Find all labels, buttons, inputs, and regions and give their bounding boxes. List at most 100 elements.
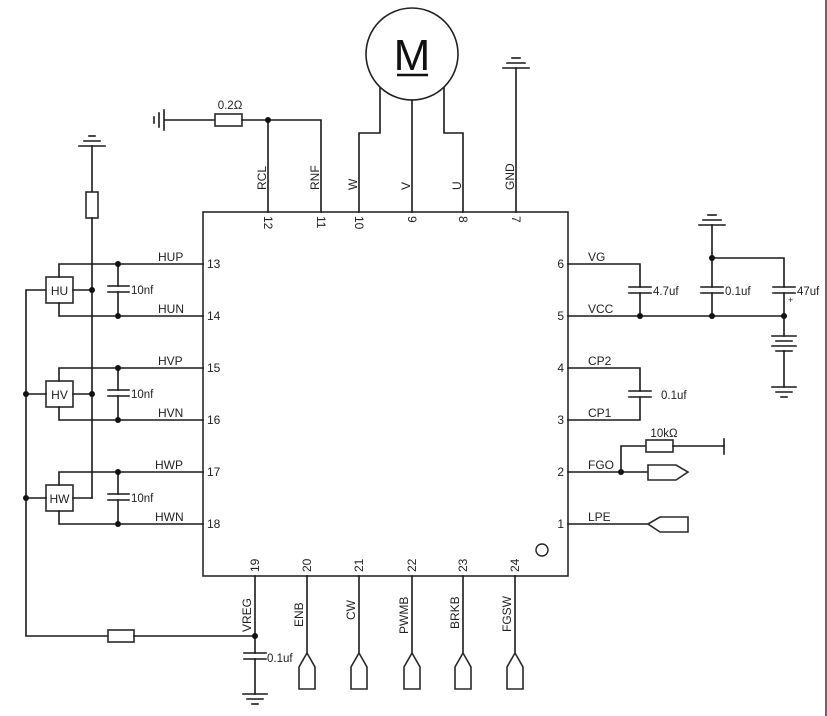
pin-name-w: W [346, 178, 360, 190]
pwmb-input-port-icon [403, 651, 421, 690]
pin-name-hup: HUP [158, 250, 183, 264]
resistor-hall-bias-icon [85, 191, 99, 219]
wire-hup [58, 263, 204, 278]
cap-value-hu: 10nf [131, 285, 154, 297]
hall-sensor-network: HU 10nf HV 10nf HW [23, 135, 256, 643]
hall-label-hv: HV [51, 388, 68, 402]
pin-name-fgo: FGO [588, 458, 614, 472]
pin-name-vcc: VCC [588, 302, 614, 316]
pin-name-cw: CW [344, 599, 358, 620]
pin-num-23: 23 [456, 558, 470, 572]
pin-num-18: 18 [207, 517, 221, 531]
pin-num-8: 8 [456, 216, 470, 223]
junction-dot [252, 633, 258, 639]
brkb-input-port-icon [454, 651, 472, 690]
pin-name-cp1: CP1 [588, 406, 612, 420]
pin-name-fgsw: FGSW [500, 595, 514, 632]
wire-hvp [58, 367, 204, 382]
pin-num-20: 20 [300, 558, 314, 572]
cap-value-bulk: 47uf [797, 286, 820, 298]
pin-num-21: 21 [352, 558, 366, 572]
junction-dot [637, 313, 643, 319]
pin-num-17: 17 [207, 465, 221, 479]
pin-num-14: 14 [207, 309, 221, 323]
wire [620, 445, 647, 473]
motor: M [358, 7, 464, 213]
resistor-0r2-icon [214, 113, 243, 127]
pin-num-15: 15 [207, 361, 221, 375]
bottom-pin-labels: 19 20 21 22 23 24 VREG ENB CW PWMB BRKB … [240, 558, 522, 634]
cw-input-port-icon [350, 651, 368, 690]
pin-name-u: U [450, 181, 464, 190]
right-pin-labels: VG VCC CP2 CP1 FGO LPE 6 5 4 3 2 1 [557, 250, 614, 531]
input-port-icon [646, 516, 689, 533]
junction-dot [89, 391, 95, 397]
wire-hun [58, 302, 204, 317]
pin-num-11: 11 [314, 216, 328, 229]
pin1-marker-icon [535, 543, 549, 557]
gnd-pin-ground [502, 57, 530, 213]
pin-num-9: 9 [405, 216, 419, 223]
cap-value-hv: 10nf [131, 389, 154, 401]
wire-hwp [58, 471, 204, 486]
bottom-network: 0.1uf [242, 575, 524, 705]
cap-value-vcc: 0.1uf [725, 286, 751, 298]
pin-num-16: 16 [207, 413, 221, 427]
cap-polarity-mark: + [788, 295, 793, 305]
junction-dot [115, 261, 121, 267]
wire-vg [567, 263, 641, 288]
pin-name-v: V [399, 182, 413, 190]
fgsw-input-port-icon [506, 651, 524, 690]
pin-name-enb: ENB [292, 602, 306, 627]
pin-name-pwmb: PWMB [397, 597, 411, 634]
pin-num-10: 10 [352, 216, 366, 230]
sense-resistor-network: 0.2Ω [153, 100, 322, 213]
pin-num-13: 13 [207, 257, 221, 271]
pin-name-hwp: HWP [155, 458, 183, 472]
pin-num-6: 6 [557, 257, 564, 271]
junction-dot [115, 521, 121, 527]
pin-name-hun: HUN [158, 302, 184, 316]
pin-num-12: 12 [261, 216, 275, 230]
left-pin-labels: HUP HUN HVP HVN HWP HWN 13 14 15 16 17 1… [155, 250, 221, 531]
output-port-icon [647, 464, 690, 481]
wire [711, 257, 785, 288]
pin-name-vreg: VREG [240, 598, 254, 632]
wire-hvn [58, 406, 204, 421]
motor-label: M [394, 31, 431, 80]
pin-name-vg: VG [588, 250, 605, 264]
junction-dot [115, 469, 121, 475]
pin-num-2: 2 [557, 465, 564, 479]
hall-label-hw: HW [50, 492, 71, 506]
power-network: 4.7uf 0.1uf 47uf + [567, 214, 820, 533]
wire-u [443, 87, 464, 213]
pin-num-22: 22 [405, 558, 419, 572]
pin-name-lpe: LPE [588, 510, 611, 524]
pin-num-1: 1 [557, 517, 564, 531]
pin-num-24: 24 [508, 558, 522, 572]
wire-hwn [58, 510, 204, 525]
wire-hall-common-rail [25, 289, 109, 637]
pin-num-4: 4 [557, 361, 564, 375]
pin-name-hwn: HWN [155, 510, 184, 524]
pin-name-gnd: GND [503, 163, 517, 190]
wire-cp2 [567, 367, 641, 392]
pin-num-3: 3 [557, 413, 564, 427]
pin-name-rcl: RCL [255, 166, 269, 190]
top-pin-labels: RCL RNF W V U GND 12 11 10 9 8 7 [255, 163, 523, 230]
pin-name-cp2: CP2 [588, 354, 612, 368]
junction-dot [89, 287, 95, 293]
ic-body [202, 211, 569, 577]
pin-num-19: 19 [248, 558, 262, 572]
pin-name-hvp: HVP [158, 354, 183, 368]
cap-value-vreg: 0.1uf [267, 653, 293, 665]
cap-value-hw: 10nf [131, 493, 154, 505]
pin-num-5: 5 [557, 309, 564, 323]
hall-label-hu: HU [51, 284, 68, 298]
enb-input-port-icon [298, 651, 316, 690]
resistor-10k-icon [645, 439, 674, 453]
junction-dot [115, 365, 121, 371]
cap-value-vg: 4.7uf [653, 286, 679, 298]
resistor-vreg-icon [107, 629, 135, 643]
